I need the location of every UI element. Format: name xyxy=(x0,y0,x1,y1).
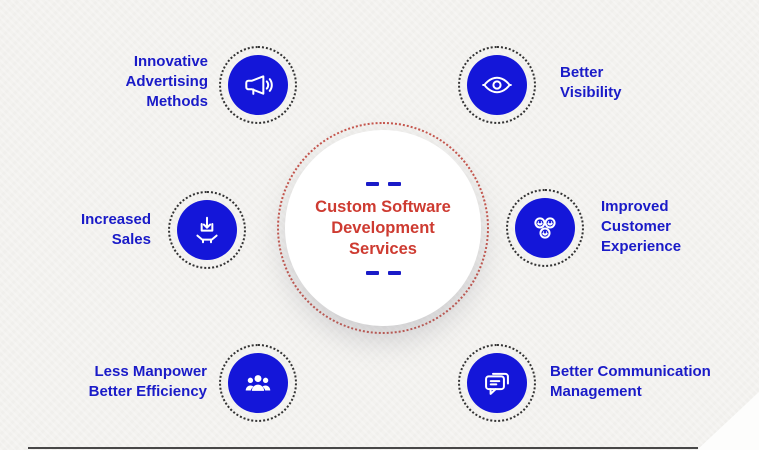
badge-increased-sales xyxy=(168,191,246,269)
badge-less-manpower-better-efficiency xyxy=(219,344,297,422)
icon-disc xyxy=(467,55,527,115)
badge-better-communication-management xyxy=(458,344,536,422)
label-less-manpower-better-efficiency: Less Manpower Better Efficiency xyxy=(88,363,207,400)
top-dashes-decoration xyxy=(365,181,401,186)
badge-innovative-advertising-methods xyxy=(219,46,297,124)
dash xyxy=(365,270,379,275)
label-improved-customer-experience: Improved Customer Experience xyxy=(601,198,682,255)
dash xyxy=(387,270,401,275)
people-group-icon xyxy=(245,375,271,391)
eye-icon xyxy=(482,76,512,94)
smiley-faces-icon xyxy=(534,217,556,239)
icon-disc xyxy=(515,198,575,258)
dash xyxy=(365,181,379,186)
sales-download-hand-icon xyxy=(196,216,218,244)
bottom-dashes-decoration xyxy=(365,270,401,275)
center-circle: Custom Software Development Services xyxy=(285,130,481,326)
page-bottom-edge-line xyxy=(28,447,698,449)
chat-bubbles-icon xyxy=(485,372,509,395)
megaphone-icon xyxy=(245,75,273,95)
center-dotted-ring xyxy=(277,122,489,334)
badge-better-visibility xyxy=(458,46,536,124)
label-better-visibility: Better Visibility xyxy=(560,64,622,101)
dash xyxy=(387,181,401,186)
icon-disc xyxy=(177,200,237,260)
icon-disc xyxy=(467,353,527,413)
icon-disc xyxy=(228,353,288,413)
diagram-title: Custom Software Development Services xyxy=(315,197,451,258)
label-innovative-advertising-methods: Innovative Advertising Methods xyxy=(125,53,208,110)
icon-disc xyxy=(228,55,288,115)
label-better-communication-management: Better Communication Management xyxy=(550,363,711,400)
label-increased-sales: Increased Sales xyxy=(80,211,151,248)
badge-improved-customer-experience xyxy=(506,189,584,267)
